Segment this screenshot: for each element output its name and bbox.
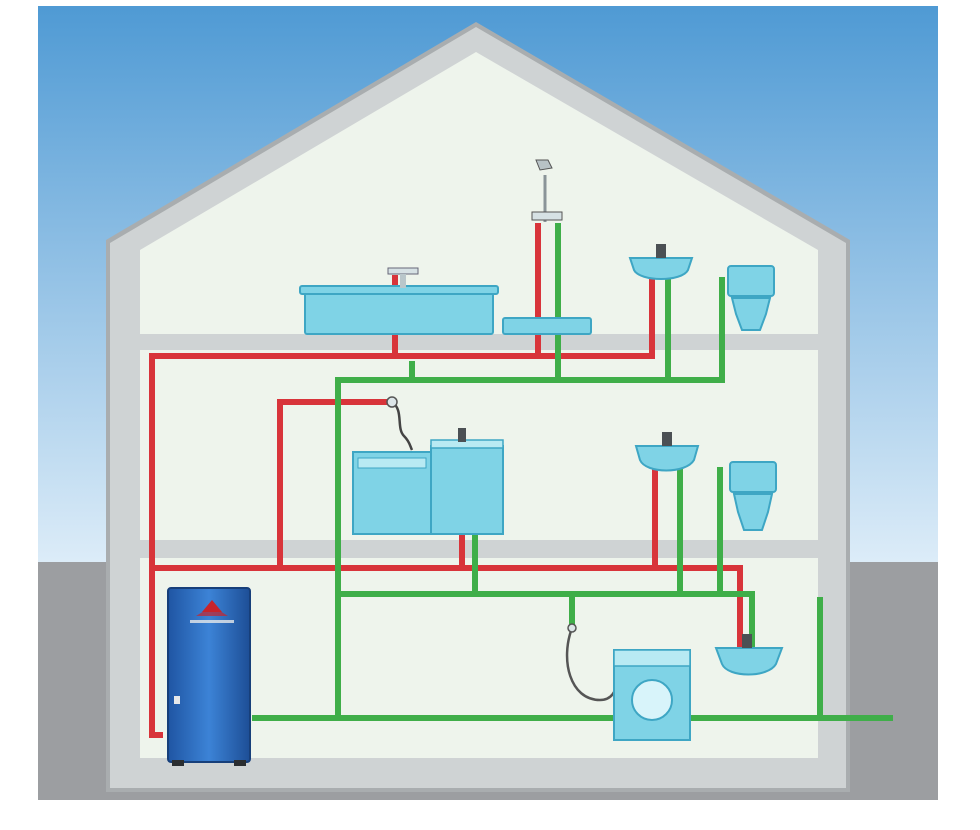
washing-machine-valve bbox=[567, 623, 577, 633]
bathtub-icon bbox=[299, 267, 499, 335]
dishwasher-hose bbox=[391, 400, 414, 451]
water-heater-icon bbox=[167, 587, 251, 766]
sink-icon bbox=[628, 244, 694, 280]
dishwasher-valve bbox=[386, 396, 398, 408]
floor-slab-top bbox=[110, 334, 846, 350]
toilet-icon bbox=[727, 265, 775, 331]
floor-slab-bottom bbox=[110, 760, 846, 788]
kitchen-sink-icon bbox=[430, 428, 504, 535]
dishwasher-icon bbox=[352, 451, 432, 535]
washing-machine-icon bbox=[613, 649, 691, 741]
washbasin-icon bbox=[634, 432, 700, 472]
ground-floor-basin-icon bbox=[714, 634, 784, 676]
cold-water-pipes bbox=[252, 223, 893, 721]
toilet-icon-second-floor bbox=[729, 461, 777, 531]
shower-icon bbox=[502, 159, 592, 335]
